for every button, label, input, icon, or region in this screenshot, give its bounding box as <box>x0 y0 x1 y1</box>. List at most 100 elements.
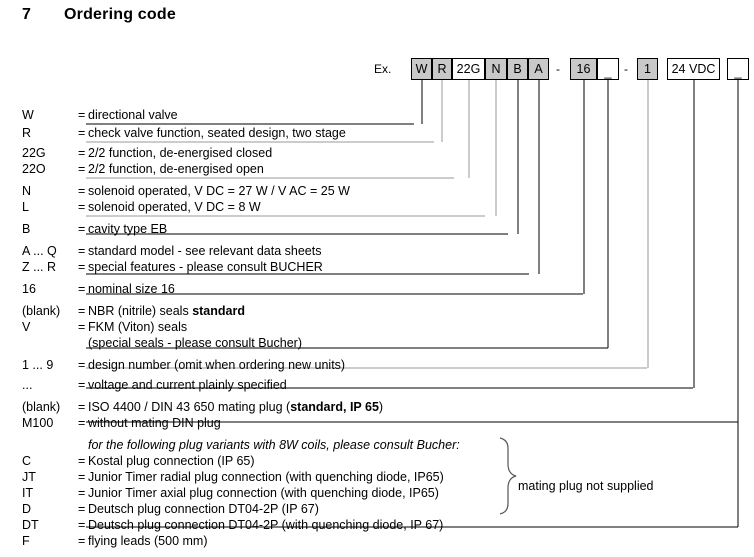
code-box-0: W <box>411 58 432 80</box>
legend-equals: = <box>78 534 86 548</box>
code-box-7: _ <box>597 58 619 80</box>
legend-description: Junior Timer radial plug connection (wit… <box>88 470 444 484</box>
legend-description: 2/2 function, de-energised closed <box>88 146 273 160</box>
legend-row: F =flying leads (500 mm) <box>0 534 754 552</box>
legend-equals: = <box>78 518 86 532</box>
legend-code: A ... Q <box>22 244 57 258</box>
legend-description: flying leads (500 mm) <box>88 534 208 548</box>
code-box-2: 22G <box>452 58 485 80</box>
legend-equals: = <box>78 502 86 516</box>
legend-description: FKM (Viton) seals <box>88 320 188 334</box>
legend-code: B <box>22 222 31 236</box>
legend-code: (blank) <box>22 400 61 414</box>
legend-row: (special seals - please consult Bucher) <box>0 336 754 354</box>
legend-emphasis: standard <box>192 304 245 318</box>
legend-equals: = <box>78 184 86 198</box>
code-separator-0: - <box>556 62 560 76</box>
legend-row: 1 ... 9 =design number (omit when orderin… <box>0 358 754 376</box>
legend-equals: = <box>78 416 86 430</box>
legend-code: R <box>22 126 32 140</box>
legend-code: JT <box>22 470 36 484</box>
legend-equals: = <box>78 260 86 274</box>
legend-equals: = <box>78 282 86 296</box>
legend-emphasis: standard, IP 65 <box>290 400 379 414</box>
legend-row: IT =Junior Timer axial plug connection (w… <box>0 486 754 504</box>
legend-row: W=directional valve <box>0 108 754 126</box>
legend-row: 22G =2/2 function, de-energised closed <box>0 146 754 164</box>
legend-code: Z ... R <box>22 260 57 274</box>
legend-equals: = <box>78 358 86 372</box>
legend-row: D=Deutsch plug connection DT04-2P (IP 67… <box>0 502 754 520</box>
legend-code: V <box>22 320 31 334</box>
legend-row: L=solenoid operated, V DC = 8 W <box>0 200 754 218</box>
legend-description: Junior Timer axial plug connection (with… <box>88 486 439 500</box>
legend-description: cavity type EB <box>88 222 168 236</box>
legend-description: design number (omit when ordering new un… <box>88 358 346 372</box>
legend-row: B =cavity type EB <box>0 222 754 240</box>
legend-description: special features - please consult BUCHER <box>88 260 323 274</box>
legend-description: solenoid operated, V DC = 27 W / V AC = … <box>88 184 350 198</box>
legend-equals: = <box>78 304 86 318</box>
legend-description: 2/2 function, de-energised open <box>88 162 264 176</box>
page-title: 7 Ordering code <box>22 6 176 24</box>
legend-row: N =solenoid operated, V DC = 27 W / V AC … <box>0 184 754 202</box>
legend-description: without mating DIN plug <box>88 416 221 430</box>
code-box-6: 16 <box>570 58 597 80</box>
legend-row: 16=nominal size 16 <box>0 282 754 300</box>
legend-description: check valve function, seated design, two… <box>88 126 346 140</box>
legend-equals: = <box>78 146 86 160</box>
legend-equals: = <box>78 162 86 176</box>
legend-equals: = <box>78 126 86 140</box>
legend-row: V =FKM (Viton) seals <box>0 320 754 338</box>
legend-equals: = <box>78 200 86 214</box>
legend-description: standard model - see relevant data sheet… <box>88 244 322 258</box>
legend-equals: = <box>78 486 86 500</box>
legend-equals: = <box>78 244 86 258</box>
legend-equals: = <box>78 108 86 122</box>
legend-description: NBR (nitrile) seals standard <box>88 304 245 318</box>
code-box-5: A <box>528 58 549 80</box>
example-label: Ex. <box>374 62 392 76</box>
legend-row: A ... Q =standard model - see relevant da… <box>0 244 754 262</box>
legend-code: C <box>22 454 32 468</box>
mating-plug-note: mating plug not supplied <box>518 479 654 493</box>
legend-code: W <box>22 108 34 122</box>
legend-description: Deutsch plug connection DT04-2P (IP 67) <box>88 502 319 516</box>
legend-code: ... <box>22 378 33 392</box>
legend-code: (blank) <box>22 304 61 318</box>
legend-row: 22O =2/2 function, de-energised open <box>0 162 754 180</box>
legend-code: N <box>22 184 32 198</box>
section-title: Ordering code <box>64 6 176 23</box>
code-box-3: N <box>485 58 507 80</box>
legend-code: DT <box>22 518 39 532</box>
legend-description: Deutsch plug connection DT04-2P (with qu… <box>88 518 444 532</box>
legend-row: DT =Deutsch plug connection DT04-2P (with… <box>0 518 754 536</box>
code-box-9: 24 VDC <box>667 58 720 80</box>
section-number: 7 <box>22 6 32 23</box>
legend-row: (blank) =NBR (nitrile) seals standard <box>0 304 754 322</box>
legend-row: (blank)=ISO 4400 / DIN 43 650 mating plu… <box>0 400 754 418</box>
legend-row: R =check valve function, seated design, t… <box>0 126 754 144</box>
legend-code: 1 ... 9 <box>22 358 54 372</box>
legend-equals: = <box>78 320 86 334</box>
legend-description: solenoid operated, V DC = 8 W <box>88 200 261 214</box>
legend-description: (special seals - please consult Bucher) <box>88 336 302 350</box>
code-box-1: R <box>432 58 452 80</box>
legend-description: ISO 4400 / DIN 43 650 mating plug (stand… <box>88 400 384 414</box>
legend-code: 22G <box>22 146 46 160</box>
legend-row: ...=voltage and current plainly specifie… <box>0 378 754 396</box>
legend-code: F <box>22 534 30 548</box>
code-separator-1: - <box>624 62 628 76</box>
legend-equals: = <box>78 470 86 484</box>
legend-equals: = <box>78 222 86 236</box>
legend-row: M100=without mating DIN plug <box>0 416 754 434</box>
legend-code: 22O <box>22 162 46 176</box>
legend-row: JT =Junior Timer radial plug connection (… <box>0 470 754 488</box>
legend-equals: = <box>78 378 86 392</box>
legend-code: IT <box>22 486 34 500</box>
legend-code: 16 <box>22 282 36 296</box>
code-box-8: 1 <box>637 58 658 80</box>
legend-row: for the following plug variants with 8W … <box>0 438 754 456</box>
legend-row: Z ... R =special features - please consul… <box>0 260 754 278</box>
